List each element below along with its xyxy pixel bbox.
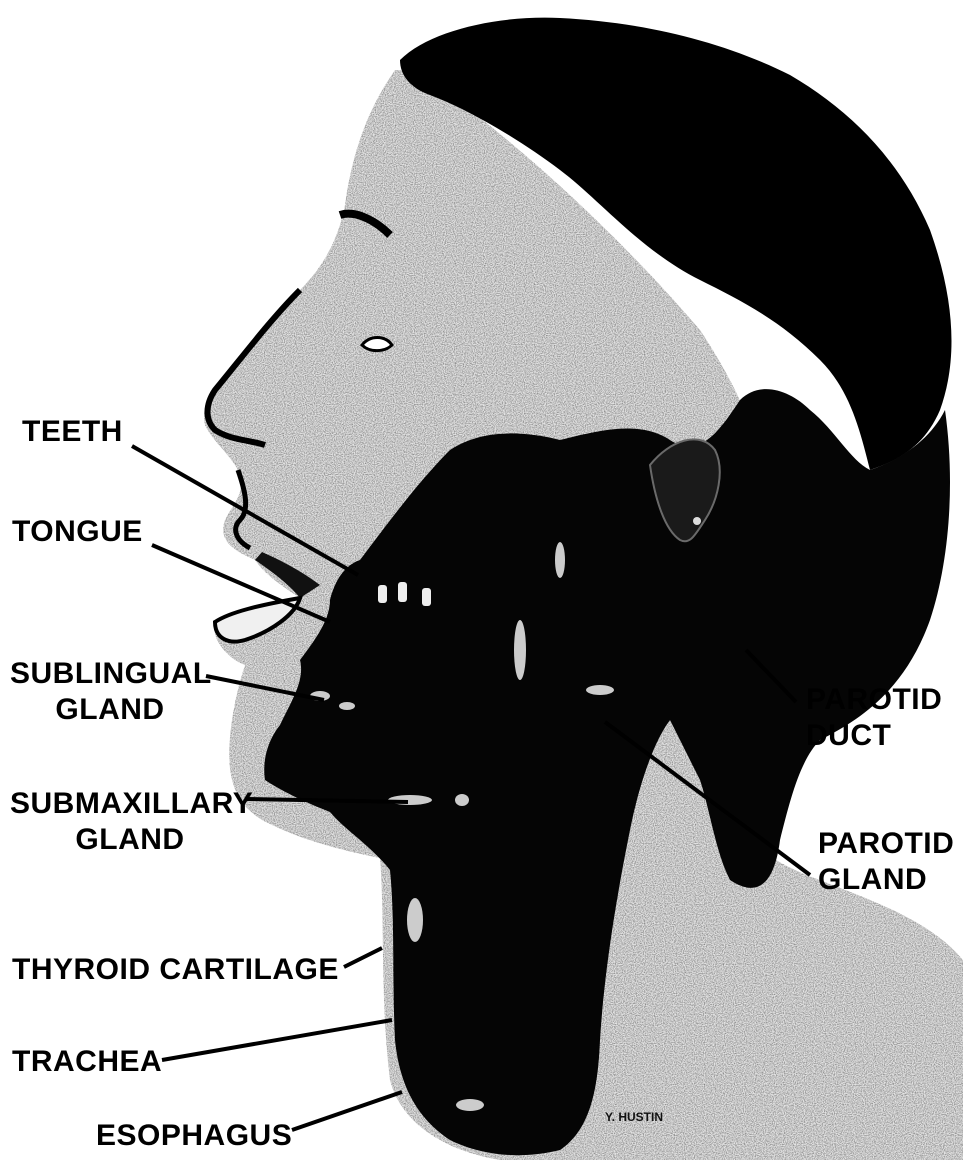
label-submaxillary-line2: GLAND xyxy=(10,822,250,858)
label-teeth-text: TEETH xyxy=(22,414,123,450)
label-esophagus: ESOPHAGUS xyxy=(96,1118,292,1154)
label-teeth: TEETH xyxy=(22,414,123,450)
label-thyroid-text: THYROID CARTILAGE xyxy=(12,952,339,988)
trachea-leader xyxy=(162,1020,392,1060)
label-parotid-duct-line1: PAROTID xyxy=(806,682,942,718)
label-esophagus-text: ESOPHAGUS xyxy=(96,1118,292,1154)
thyroid-leader xyxy=(344,948,382,967)
label-tongue: TONGUE xyxy=(12,514,143,550)
label-sublingual-line2: GLAND xyxy=(10,692,210,728)
label-submaxillary-line1: SUBMAXILLARY xyxy=(10,786,250,822)
label-parotid-gland: PAROTID GLAND xyxy=(818,826,954,898)
label-thyroid-cartilage: THYROID CARTILAGE xyxy=(12,952,339,988)
eye xyxy=(362,338,392,351)
label-sublingual-gland: SUBLINGUAL GLAND xyxy=(10,656,210,728)
label-trachea-text: TRACHEA xyxy=(12,1044,162,1080)
artist-signature-text: Y. HUSTIN xyxy=(605,1110,663,1124)
label-parotid-gland-line2: GLAND xyxy=(818,862,954,898)
ear-highlight xyxy=(693,517,701,525)
label-parotid-gland-line1: PAROTID xyxy=(818,826,954,862)
label-sublingual-line1: SUBLINGUAL xyxy=(10,656,210,692)
label-submaxillary-gland: SUBMAXILLARY GLAND xyxy=(10,786,250,858)
label-tongue-text: TONGUE xyxy=(12,514,143,550)
label-parotid-duct: PAROTID DUCT xyxy=(806,682,942,754)
label-parotid-duct-line2: DUCT xyxy=(806,718,942,754)
label-trachea: TRACHEA xyxy=(12,1044,162,1080)
artist-signature: Y. HUSTIN xyxy=(605,1110,663,1124)
esophagus-leader xyxy=(292,1092,402,1130)
